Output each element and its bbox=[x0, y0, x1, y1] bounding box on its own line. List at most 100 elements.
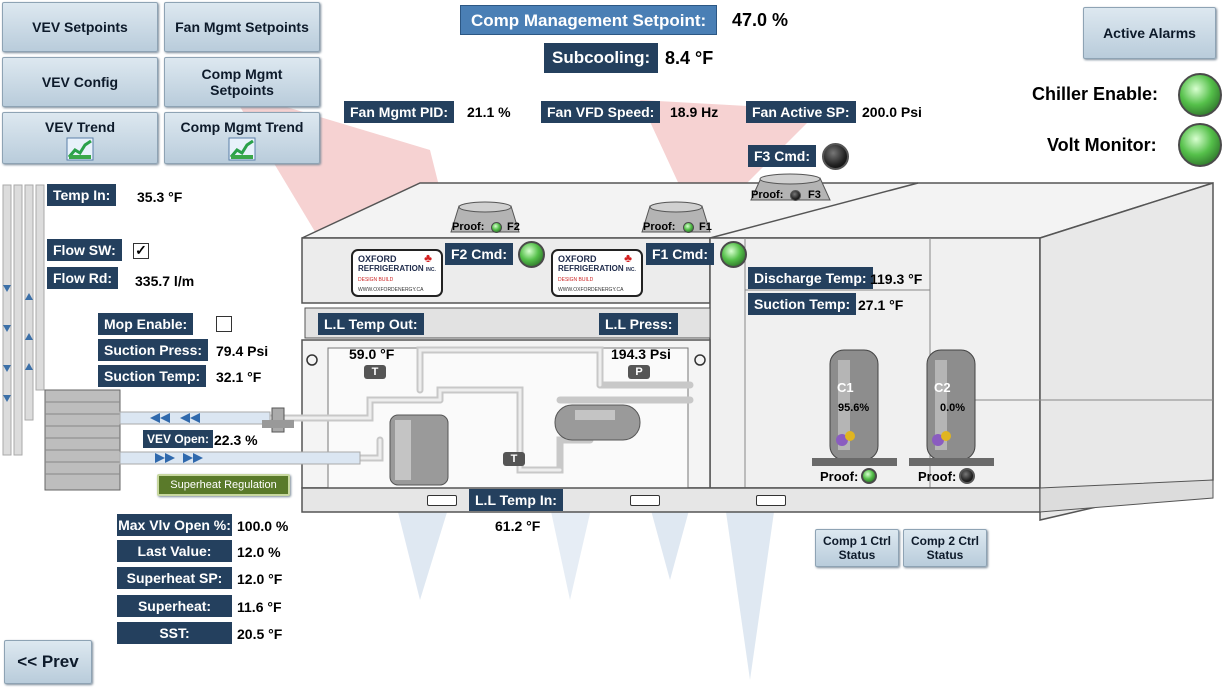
f2-cmd-led bbox=[518, 241, 545, 268]
superheat-regulation-button[interactable]: Superheat Regulation bbox=[157, 474, 290, 496]
sst-label: SST: bbox=[117, 622, 232, 644]
f3-proof-label: Proof: bbox=[751, 189, 784, 201]
vev-config-label: VEV Config bbox=[41, 74, 119, 90]
suction-temp-label: Suction Temp: bbox=[98, 365, 207, 387]
flow-rd-label: Flow Rd: bbox=[47, 267, 119, 289]
temperature-sensor-icon: T bbox=[503, 452, 525, 466]
volt-monitor-led bbox=[1178, 123, 1222, 167]
vev-trend-label: VEV Trend bbox=[44, 119, 116, 135]
fan-active-sp-value: 200.0 Psi bbox=[862, 104, 922, 120]
f2-label: F2 bbox=[507, 221, 520, 233]
fan-mgmt-setpoints-label: Fan Mgmt Setpoints bbox=[175, 19, 309, 35]
flow-sw-checkbox: ✓ bbox=[133, 243, 149, 259]
mop-enable-checkbox[interactable] bbox=[216, 316, 232, 332]
maple-leaf-icon: ♣ bbox=[424, 251, 432, 265]
logo-url: WWW.OXFORDENERGY.CA bbox=[358, 287, 424, 293]
superheat-sp-label: Superheat SP: bbox=[117, 567, 232, 589]
comp-mgmt-trend-label: Comp Mgmt Trend bbox=[180, 119, 304, 135]
prev-label: << Prev bbox=[17, 652, 79, 671]
f1-label: F1 bbox=[699, 221, 712, 233]
pressure-sensor-icon: P bbox=[628, 365, 650, 379]
subcooling-label: Subcooling: bbox=[544, 43, 659, 73]
superheat-regulation-label: Superheat Regulation bbox=[170, 479, 277, 491]
volt-monitor-label: Volt Monitor: bbox=[1047, 135, 1157, 155]
logo-line2: REFRIGERATION bbox=[358, 264, 424, 273]
f2-proof-led bbox=[491, 222, 502, 233]
vent-slot bbox=[756, 495, 786, 506]
vev-setpoints-button[interactable]: VEV Setpoints bbox=[2, 2, 158, 52]
subcooling-value: 8.4 °F bbox=[665, 48, 714, 68]
fan-mgmt-pid-value: 21.1 % bbox=[467, 104, 511, 120]
comp-suction-temp-label: Suction Temp: bbox=[748, 293, 857, 315]
suction-press-label: Suction Press: bbox=[98, 339, 209, 361]
comp-mgmt-setpoint-value: 47.0 % bbox=[732, 10, 789, 30]
fan-f2-icon bbox=[450, 201, 520, 233]
temperature-sensor-icon: T bbox=[364, 365, 386, 379]
c1-proof-led bbox=[861, 468, 877, 484]
c1-label: C1 bbox=[837, 380, 854, 395]
temp-in-label: Temp In: bbox=[47, 184, 117, 206]
ll-temp-in-label: L.L Temp In: bbox=[469, 489, 563, 511]
flow-rd-value: 335.7 l/m bbox=[135, 273, 195, 289]
vev-open-value: 22.3 % bbox=[214, 432, 258, 448]
active-alarms-button[interactable]: Active Alarms bbox=[1083, 7, 1216, 59]
logo-inc: INC. bbox=[425, 267, 436, 273]
discharge-temp-label: Discharge Temp: bbox=[748, 267, 873, 289]
max-vlv-open-value: 100.0 % bbox=[237, 518, 289, 534]
superheat-sp-value: 12.0 °F bbox=[237, 571, 283, 587]
f1-cmd-led bbox=[720, 241, 747, 268]
oxford-logo: OXFORD REFRIGERATION INC. DESIGN BUILD W… bbox=[351, 249, 443, 297]
comp-mgmt-trend-button[interactable]: Comp Mgmt Trend bbox=[164, 112, 320, 164]
vev-trend-button[interactable]: VEV Trend bbox=[2, 112, 158, 164]
c1-percent: 95.6% bbox=[838, 402, 870, 414]
mop-enable-label: Mop Enable: bbox=[98, 313, 194, 335]
oxford-logo: OXFORD REFRIGERATION INC. DESIGN BUILD W… bbox=[551, 249, 643, 297]
comp-mgmt-setpoints-button[interactable]: Comp Mgmt Setpoints bbox=[164, 57, 320, 107]
comp-mgmt-setpoint-label: Comp Management Setpoint: bbox=[460, 5, 718, 35]
prev-button[interactable]: << Prev bbox=[4, 640, 92, 684]
ll-press-value: 194.3 Psi bbox=[611, 346, 671, 362]
chiller-enable-led bbox=[1178, 73, 1222, 117]
chiller-enable-label: Chiller Enable: bbox=[1032, 84, 1159, 104]
comp-suction-temp-value: 27.1 °F bbox=[858, 297, 904, 313]
comp-mgmt-setpoints-label: Comp Mgmt Setpoints bbox=[201, 66, 283, 98]
f2-proof-label: Proof: bbox=[452, 221, 485, 233]
vent-slot bbox=[630, 495, 660, 506]
c1-proof-label: Proof: bbox=[820, 469, 859, 484]
ll-temp-out-label: L.L Temp Out: bbox=[318, 313, 424, 335]
vent-slot bbox=[427, 495, 457, 506]
max-vlv-open-label: Max Vlv Open %: bbox=[117, 514, 232, 536]
f3-label: F3 bbox=[808, 189, 821, 201]
logo-url: WWW.OXFORDENERGY.CA bbox=[558, 287, 624, 293]
logo-line1: OXFORD bbox=[558, 254, 597, 264]
c2-proof-label: Proof: bbox=[918, 469, 957, 484]
f3-cmd-label: F3 Cmd: bbox=[748, 145, 816, 167]
c2-percent: 0.0% bbox=[940, 402, 966, 414]
f3-cmd-led bbox=[822, 143, 849, 170]
c2-label: C2 bbox=[934, 380, 951, 395]
comp2-ctrl-status-button[interactable]: Comp 2 Ctrl Status bbox=[903, 529, 987, 567]
fan-active-sp-label: Fan Active SP: bbox=[746, 101, 856, 123]
superheat-label: Superheat: bbox=[117, 595, 232, 617]
suction-press-value: 79.4 Psi bbox=[216, 343, 269, 359]
fan-mgmt-pid-label: Fan Mgmt PID: bbox=[344, 101, 454, 123]
c2-proof-led bbox=[959, 468, 975, 484]
comp2-ctrl-status-label: Comp 2 Ctrl Status bbox=[910, 534, 979, 562]
vev-setpoints-label: VEV Setpoints bbox=[32, 19, 128, 35]
suction-temp-value: 32.1 °F bbox=[216, 369, 262, 385]
logo-line2: REFRIGERATION bbox=[558, 264, 624, 273]
comp1-ctrl-status-label: Comp 1 Ctrl Status bbox=[822, 534, 891, 562]
vev-open-label: VEV Open: bbox=[143, 430, 214, 448]
trend-chart-icon bbox=[228, 137, 256, 161]
flow-sw-label: Flow SW: bbox=[47, 239, 122, 261]
superheat-value: 11.6 °F bbox=[237, 599, 282, 615]
f2-cmd-label: F2 Cmd: bbox=[445, 243, 513, 265]
ll-temp-out-value: 59.0 °F bbox=[349, 346, 395, 362]
sst-value: 20.5 °F bbox=[237, 626, 283, 642]
f3-proof-led bbox=[790, 190, 801, 201]
fan-mgmt-setpoints-button[interactable]: Fan Mgmt Setpoints bbox=[164, 2, 320, 52]
comp1-ctrl-status-button[interactable]: Comp 1 Ctrl Status bbox=[815, 529, 899, 567]
vev-config-button[interactable]: VEV Config bbox=[2, 57, 158, 107]
ll-press-label: L.L Press: bbox=[599, 313, 679, 335]
active-alarms-label: Active Alarms bbox=[1103, 25, 1196, 41]
